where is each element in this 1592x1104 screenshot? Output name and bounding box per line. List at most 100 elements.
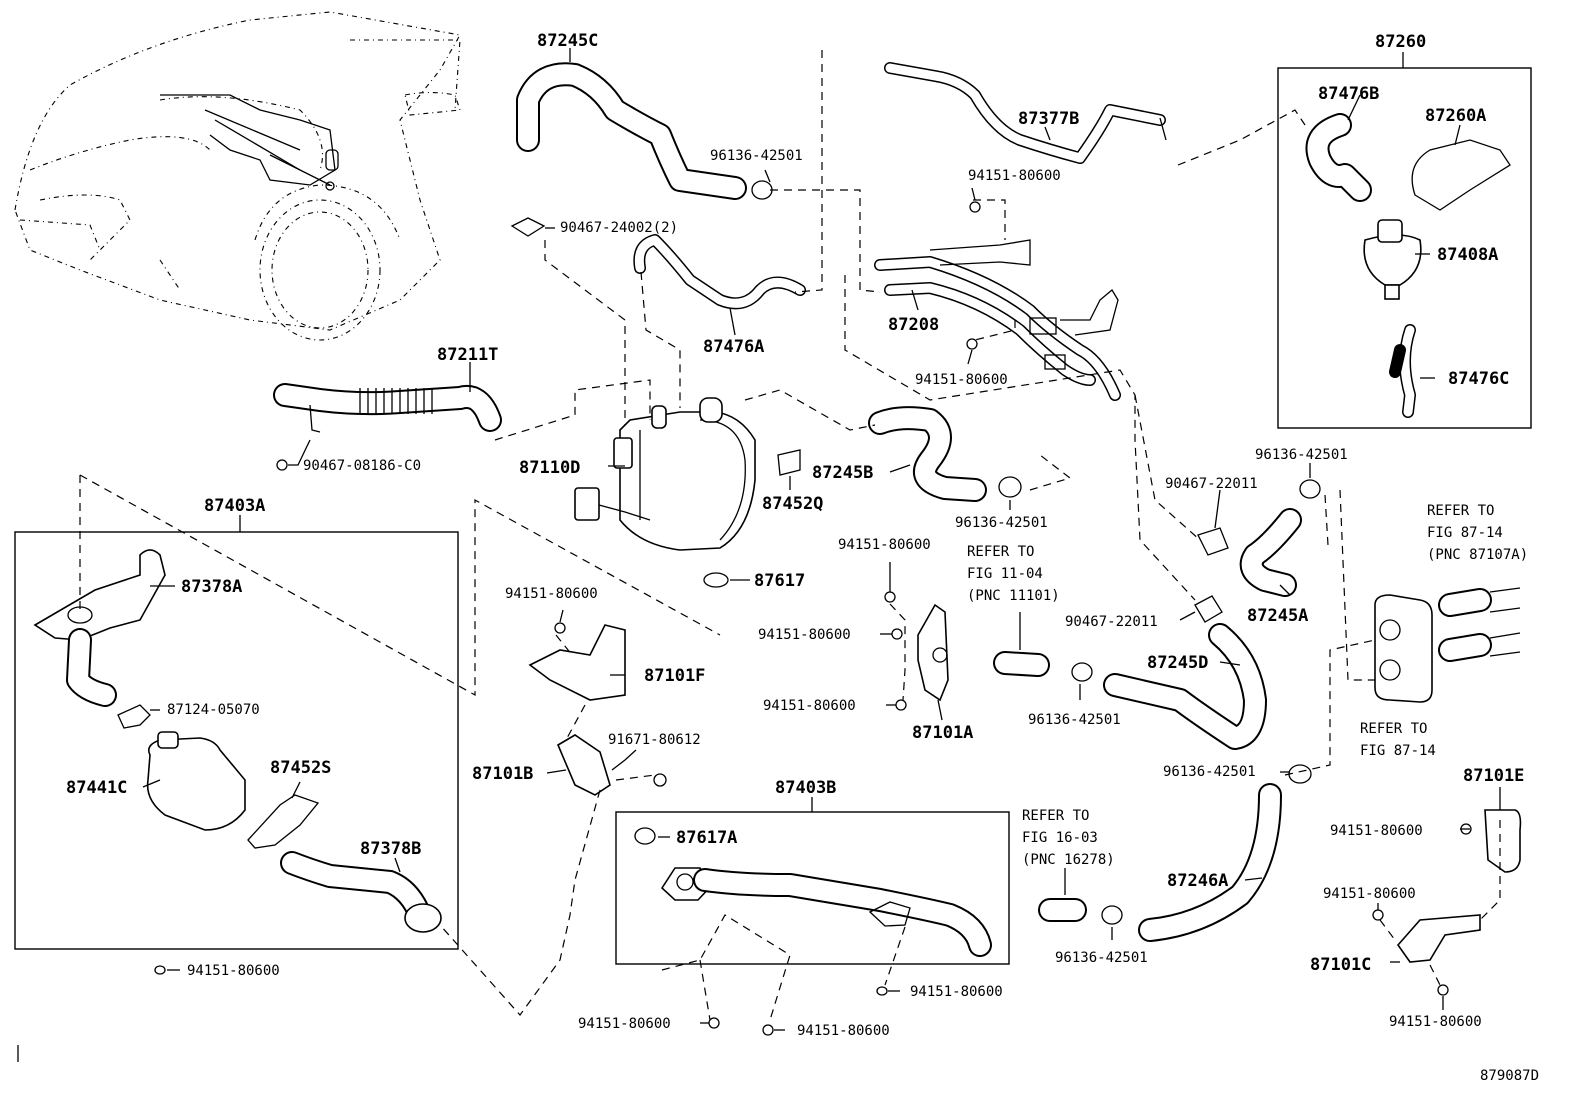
labels: 87260 87403A 87403B 87245C 96136-42501 9… [66, 31, 1539, 1084]
label-96136-a: 96136-42501 [710, 148, 803, 164]
label-87378a: 87378A [181, 577, 242, 597]
label-87110d: 87110D [519, 458, 580, 478]
bracket-87101a [917, 603, 949, 702]
label-94151-g: 94151-80600 [763, 698, 856, 714]
clamp-96136-f [1101, 905, 1123, 925]
clamp-96136-c [1299, 479, 1321, 499]
label-94151-c: 94151-80600 [187, 963, 280, 979]
clip-90467-22011b [1194, 595, 1223, 623]
figure-code: 879087D [1480, 1068, 1539, 1084]
clip-90467-24002 [510, 217, 546, 237]
pipe-stub-11101 [993, 612, 1050, 677]
label-87246a: 87246A [1167, 871, 1228, 891]
label-94151-a: 94151-80600 [968, 168, 1061, 184]
clamp-87260a [1411, 139, 1511, 211]
label-87245a: 87245A [1247, 606, 1308, 626]
label-90467-24002: 90467-24002(2) [560, 220, 678, 236]
hose-87245d [1103, 623, 1267, 750]
label-90467-08186: 90467-08186-C0 [303, 458, 421, 474]
gasket-87617a [634, 827, 656, 845]
label-90467-22011a: 90467-22011 [1165, 476, 1258, 492]
bracket-87101e [1484, 809, 1522, 873]
group-box-87403b [615, 797, 1010, 965]
label-87101f: 87101F [644, 666, 705, 686]
label-96136-c: 96136-42501 [1255, 447, 1348, 463]
label-96136-f: 96136-42501 [1055, 950, 1148, 966]
group-box-87403a [14, 515, 459, 950]
label-96136-b: 96136-42501 [955, 515, 1048, 531]
label-87208: 87208 [888, 315, 939, 335]
pipe-87403b [660, 867, 992, 957]
label-94151-d: 94151-80600 [505, 586, 598, 602]
label-94151-e: 94151-80600 [838, 537, 931, 553]
ref-16-03-line1: REFER TO [1022, 808, 1089, 824]
label-87441c: 87441C [66, 778, 127, 798]
label-90467-22011b: 90467-22011 [1065, 614, 1158, 630]
vehicle-illustration [14, 11, 461, 341]
label-87260: 87260 [1375, 32, 1426, 52]
label-94151-m: 94151-80600 [1389, 1014, 1482, 1030]
ref-11-04-line1: REFER TO [967, 544, 1034, 560]
label-87211t: 87211T [437, 345, 498, 365]
label-87617a: 87617A [676, 828, 737, 848]
clamp-96136-e [1288, 764, 1312, 784]
ref-16-03-line3: (PNC 16278) [1022, 852, 1115, 868]
heater-unit-87110d [574, 397, 756, 551]
label-87377b: 87377B [1018, 109, 1079, 129]
label-87245b: 87245B [812, 463, 873, 483]
clip-90467-22011a [1197, 527, 1229, 556]
ref-87-14b-line2: FIG 87-14 [1360, 743, 1436, 759]
ref-11-04-line2: FIG 11-04 [967, 566, 1043, 582]
bracket-87378a [33, 549, 166, 707]
label-87617: 87617 [754, 571, 805, 591]
label-96136-e: 96136-42501 [1163, 764, 1256, 780]
label-94151-k: 94151-80600 [1330, 823, 1423, 839]
bracket-87101b [556, 734, 611, 796]
nut-94151-c [154, 965, 166, 975]
pipe-assembly-87208 [874, 239, 1121, 401]
label-94151-f: 94151-80600 [758, 627, 851, 643]
gasket-87617 [703, 572, 729, 588]
pipe-stub-16278 [1038, 868, 1087, 922]
bolt-90467-08186 [276, 459, 288, 471]
tube-87377b [884, 62, 1167, 164]
label-87245d: 87245D [1147, 653, 1208, 673]
hose-87476b [1305, 113, 1372, 202]
label-87101e: 87101E [1463, 766, 1524, 786]
bracket-87452q [777, 449, 801, 476]
label-87476b: 87476B [1318, 84, 1379, 104]
label-91671-80612: 91671-80612 [608, 732, 701, 748]
label-87476c: 87476C [1448, 369, 1509, 389]
hose-87378b [280, 851, 442, 933]
label-87476a: 87476A [703, 337, 764, 357]
bracket-87101f [528, 624, 626, 701]
hose-87245c [516, 62, 747, 200]
engine-bay-components [160, 94, 339, 191]
hose-87476c [1389, 324, 1416, 418]
hose-87245a [1239, 508, 1302, 597]
ref-16-03-line2: FIG 16-03 [1022, 830, 1098, 846]
label-87101c: 87101C [1310, 955, 1371, 975]
label-87124-05070: 87124-05070 [167, 702, 260, 718]
label-87403a: 87403A [204, 496, 265, 516]
relation-lines [79, 50, 1501, 1021]
ref-11-04-line3: (PNC 11101) [967, 588, 1060, 604]
tank-87441c [146, 731, 246, 831]
label-94151-j: 94151-80600 [797, 1023, 890, 1039]
label-96136-d: 96136-42501 [1028, 712, 1121, 728]
ref-87-14b-line1: REFER TO [1360, 721, 1427, 737]
label-94151-h: 94151-80600 [910, 984, 1003, 1000]
ref-87-14a-line1: REFER TO [1427, 503, 1494, 519]
hose-87211t [273, 383, 502, 433]
clamp-96136-a [751, 180, 773, 200]
ref-87-14a-line2: FIG 87-14 [1427, 525, 1503, 541]
label-94151-i: 94151-80600 [578, 1016, 671, 1032]
hose-87246a [1138, 783, 1282, 942]
bolt-91671-80612 [653, 773, 667, 787]
hose-87476a [633, 234, 806, 310]
label-94151-l: 94151-80600 [1323, 886, 1416, 902]
label-87452q: 87452Q [762, 494, 823, 514]
bracket-87101c [1396, 914, 1481, 963]
